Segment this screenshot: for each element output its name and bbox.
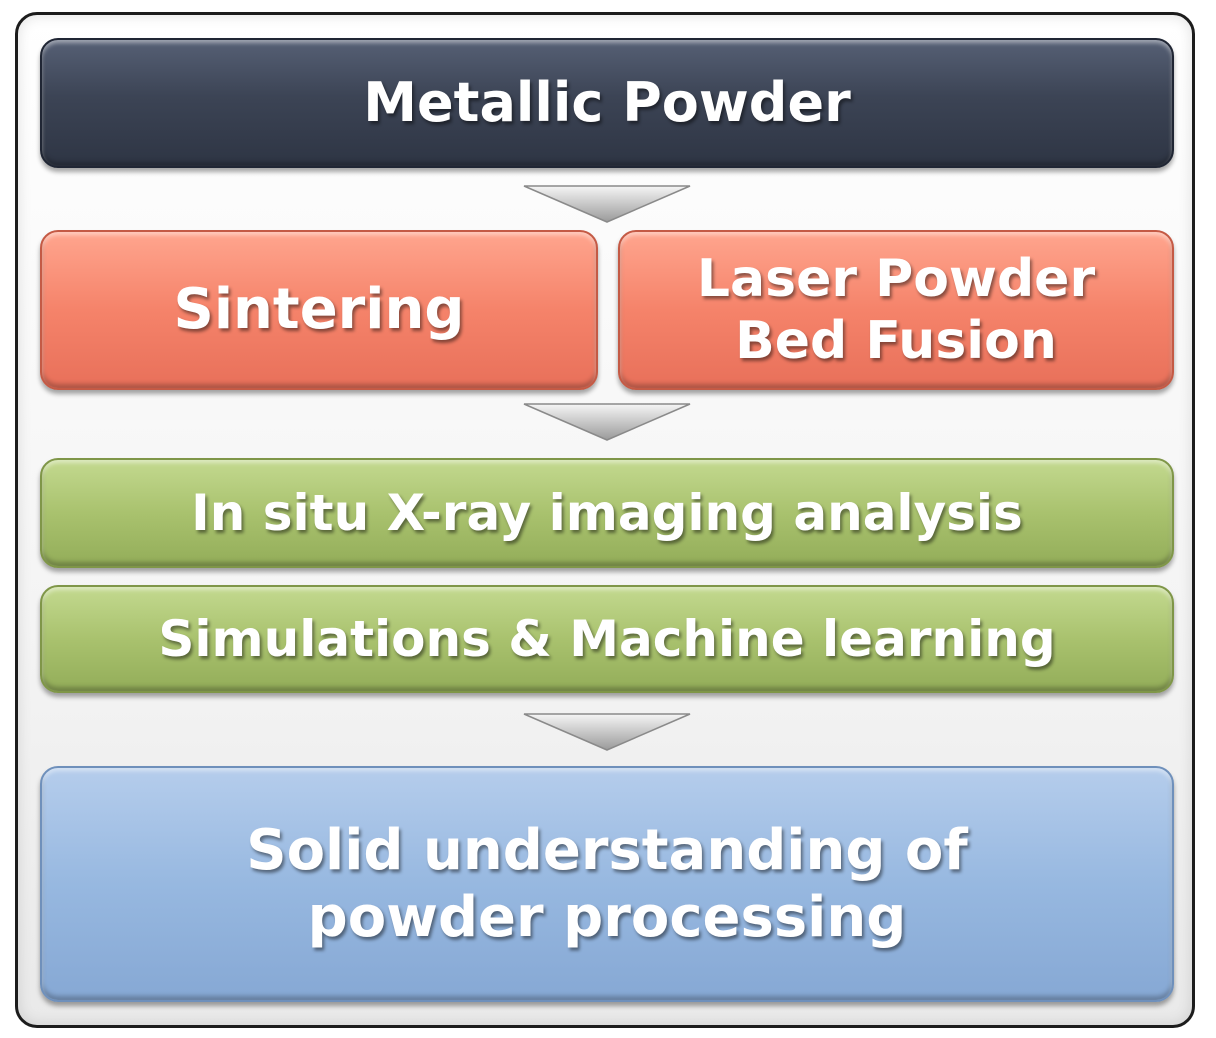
down-arrow-icon bbox=[523, 403, 691, 441]
laser-powder-bed-fusion-box: Laser Powder Bed Fusion bbox=[618, 230, 1174, 390]
sintering-box: Sintering bbox=[40, 230, 598, 390]
down-arrow-icon bbox=[523, 185, 691, 223]
solid-understanding-line-1: Solid understanding of bbox=[246, 817, 968, 883]
simulations-ml-box: Simulations & Machine learning bbox=[40, 585, 1174, 693]
laser-powder-bed-fusion-line-2: Bed Fusion bbox=[735, 311, 1057, 371]
down-arrow-icon bbox=[523, 713, 691, 751]
simulations-ml-label: Simulations & Machine learning bbox=[158, 610, 1056, 668]
solid-understanding-line-2: powder processing bbox=[307, 885, 907, 950]
laser-powder-bed-fusion-line-1: Laser Powder bbox=[696, 248, 1096, 309]
in-situ-xray-label: In situ X-ray imaging analysis bbox=[191, 484, 1023, 542]
in-situ-xray-box: In situ X-ray imaging analysis bbox=[40, 458, 1174, 568]
solid-understanding-box: Solid understanding of powder processing bbox=[40, 766, 1174, 1002]
metallic-powder-label: Metallic Powder bbox=[363, 70, 851, 134]
metallic-powder-box: Metallic Powder bbox=[40, 38, 1174, 168]
sintering-label: Sintering bbox=[173, 277, 465, 343]
